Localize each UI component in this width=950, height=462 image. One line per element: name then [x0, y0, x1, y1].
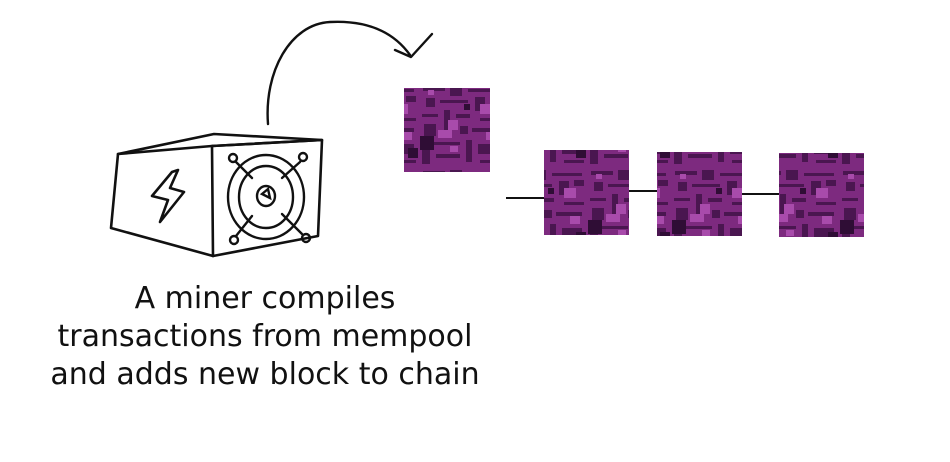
diagram-caption: A miner compiles transactions from mempo… — [20, 280, 510, 394]
chain-block-3 — [779, 153, 864, 237]
miner-left-face — [109, 144, 215, 258]
chain-block-2 — [657, 152, 742, 236]
chain-links — [506, 190, 779, 199]
fan-icon — [226, 151, 312, 246]
new-block — [404, 88, 490, 172]
caption-line-3: and adds new block to chain — [50, 357, 480, 392]
block-icon — [404, 88, 490, 172]
curved-arrow-icon — [266, 20, 434, 126]
asic-miner-icon — [109, 132, 324, 258]
caption-line-1: A miner compiles — [134, 281, 396, 316]
miner-right-face — [210, 138, 324, 258]
chain-block-1 — [544, 150, 629, 235]
lightning-bolt-icon — [150, 168, 186, 224]
blockchain — [544, 150, 864, 237]
caption-line-2: transactions from mempool — [57, 319, 473, 354]
